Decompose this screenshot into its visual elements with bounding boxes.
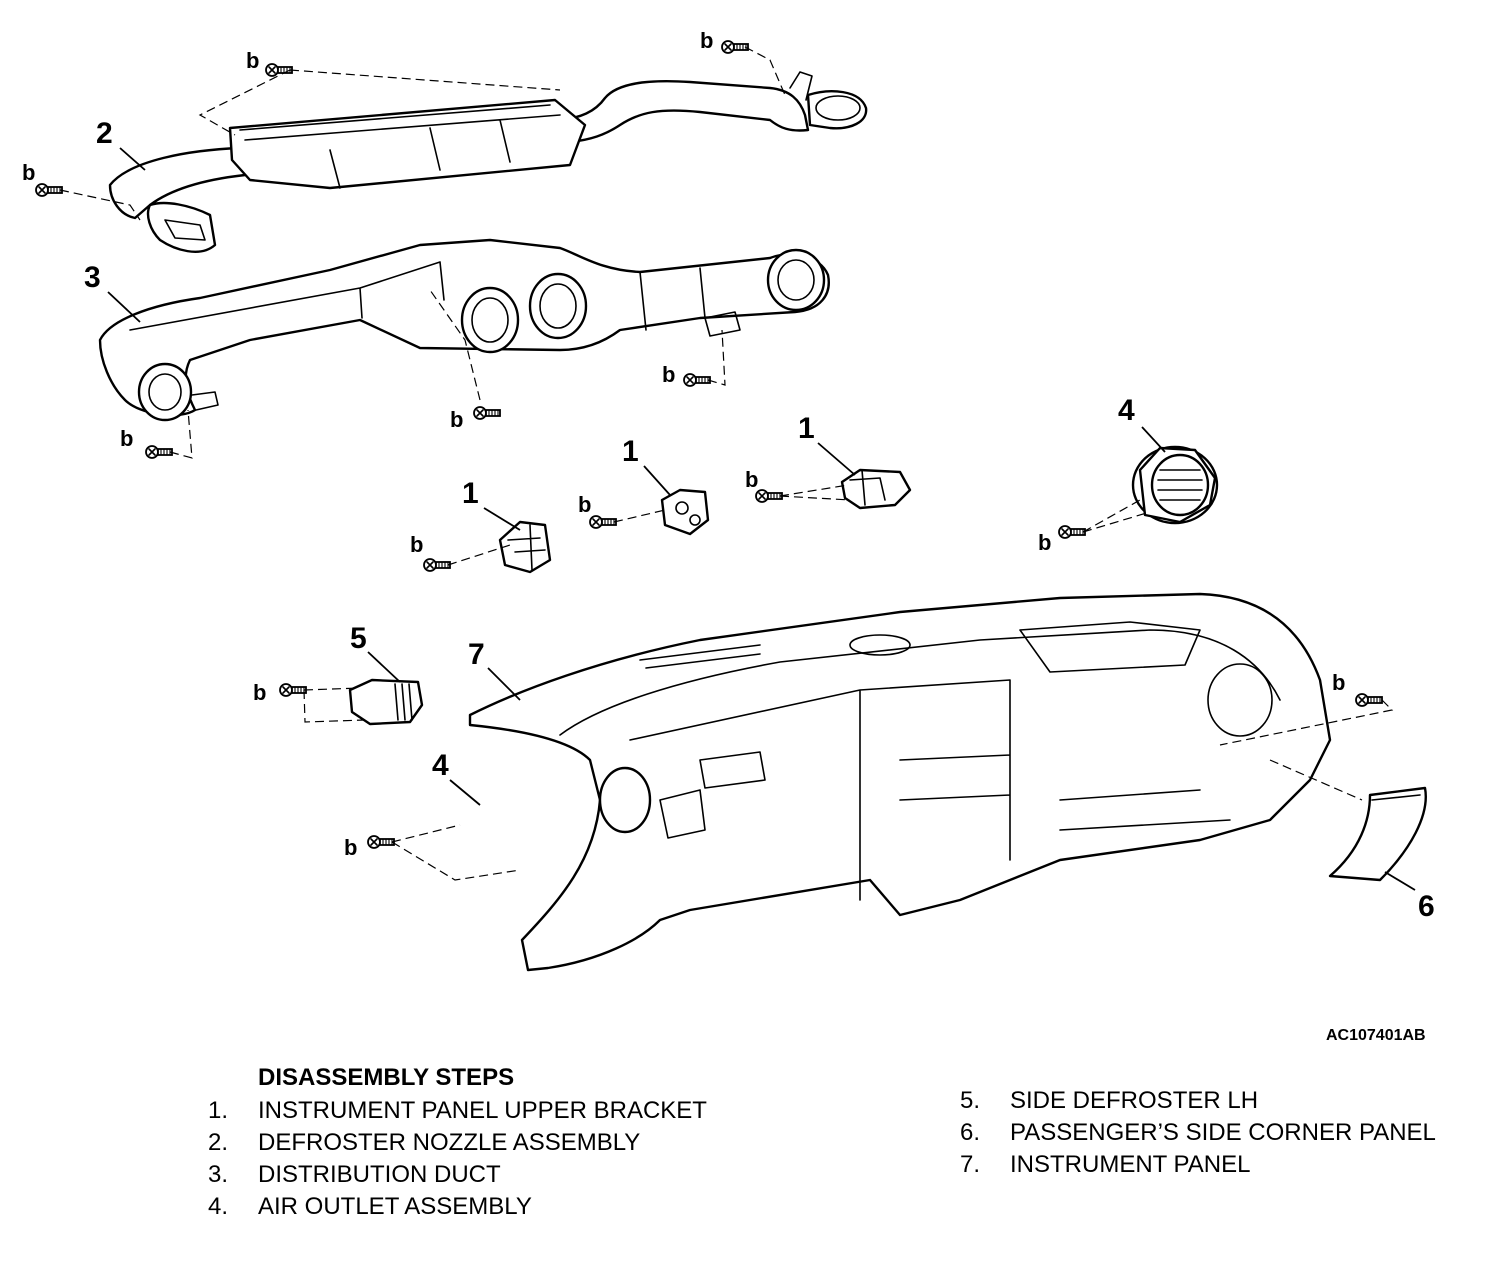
fastener-label: b — [450, 407, 463, 432]
step-text: DISTRIBUTION DUCT — [258, 1161, 501, 1188]
fastener-label: b — [120, 426, 133, 451]
steps-list-right: 5. SIDE DEFROSTER LH 6. PASSENGER’S SIDE… — [960, 1085, 1480, 1181]
callout-leaders — [107, 147, 1416, 891]
upper-bracket-1 — [498, 520, 552, 574]
callout-numbers: 2 3 1 1 1 4 4 5 6 7 — [84, 117, 1435, 923]
steps-title: DISASSEMBLY STEPS — [258, 1064, 515, 1091]
step-number: 3. — [208, 1161, 229, 1188]
callout-2: 2 — [96, 117, 113, 150]
step-item: 1. INSTRUMENT PANEL UPPER BRACKET — [208, 1095, 768, 1127]
alignment-lines — [59, 46, 1394, 881]
step-text: SIDE DEFROSTER LH — [1010, 1087, 1259, 1114]
steps-list-left: 1. INSTRUMENT PANEL UPPER BRACKET 2. DEF… — [208, 1095, 768, 1223]
callout-1b: 1 — [622, 435, 639, 468]
fastener-label: b — [22, 160, 35, 185]
step-text: AIR OUTLET ASSEMBLY — [258, 1193, 532, 1220]
step-number: 2. — [208, 1129, 229, 1156]
fastener-label: b — [344, 835, 357, 860]
upper-bracket-2 — [660, 488, 710, 536]
exploded-view-diagram: 2 3 1 1 1 4 4 5 6 7 b b b b b b b b b b … — [22, 28, 1435, 972]
step-item: 2. DEFROSTER NOZZLE ASSEMBLY — [208, 1127, 768, 1159]
step-item: 4. AIR OUTLET ASSEMBLY — [208, 1191, 768, 1223]
callout-7: 7 — [468, 638, 485, 671]
callout-6: 6 — [1418, 890, 1435, 923]
side-defroster-lh — [348, 678, 424, 726]
callout-4b: 4 — [432, 749, 449, 782]
callout-3: 3 — [84, 261, 101, 294]
step-text: INSTRUMENT PANEL UPPER BRACKET — [258, 1097, 707, 1124]
step-item: 5. SIDE DEFROSTER LH — [960, 1085, 1480, 1117]
step-item: 6. PASSENGER’S SIDE CORNER PANEL — [960, 1117, 1480, 1149]
fastener-label: b — [662, 362, 675, 387]
fastener-label: b — [578, 492, 591, 517]
callout-1a: 1 — [462, 477, 479, 510]
fastener-label: b — [745, 467, 758, 492]
step-item: 7. INSTRUMENT PANEL — [960, 1149, 1480, 1181]
step-number: 4. — [208, 1193, 229, 1220]
step-number: 7. — [960, 1151, 981, 1178]
step-number: 5. — [960, 1087, 981, 1114]
fastener-label: b — [1038, 530, 1051, 555]
fastener-label: b — [700, 28, 713, 53]
fastener-label: b — [253, 680, 266, 705]
defroster-nozzle-assembly — [108, 71, 868, 253]
upper-bracket-3 — [840, 468, 912, 510]
corner-panel — [1328, 786, 1427, 882]
step-item: 3. DISTRIBUTION DUCT — [208, 1159, 768, 1191]
callout-5: 5 — [350, 622, 367, 655]
callout-4a: 4 — [1118, 394, 1135, 427]
step-number: 1. — [208, 1097, 229, 1124]
step-text: DEFROSTER NOZZLE ASSEMBLY — [258, 1129, 641, 1156]
fastener-label: b — [246, 48, 259, 73]
fastener-label: b — [410, 532, 423, 557]
figure-code: AC107401AB — [1326, 1027, 1426, 1044]
callout-1c: 1 — [798, 412, 815, 445]
fastener-label: b — [1332, 670, 1345, 695]
step-text: INSTRUMENT PANEL — [1010, 1151, 1251, 1178]
step-text: PASSENGER’S SIDE CORNER PANEL — [1010, 1119, 1436, 1146]
fastener-labels: b b b b b b b b b b b b b — [22, 28, 1345, 860]
distribution-duct — [98, 238, 830, 422]
step-number: 6. — [960, 1119, 981, 1146]
air-outlet-upper — [1131, 445, 1219, 525]
instrument-panel — [468, 592, 1332, 972]
